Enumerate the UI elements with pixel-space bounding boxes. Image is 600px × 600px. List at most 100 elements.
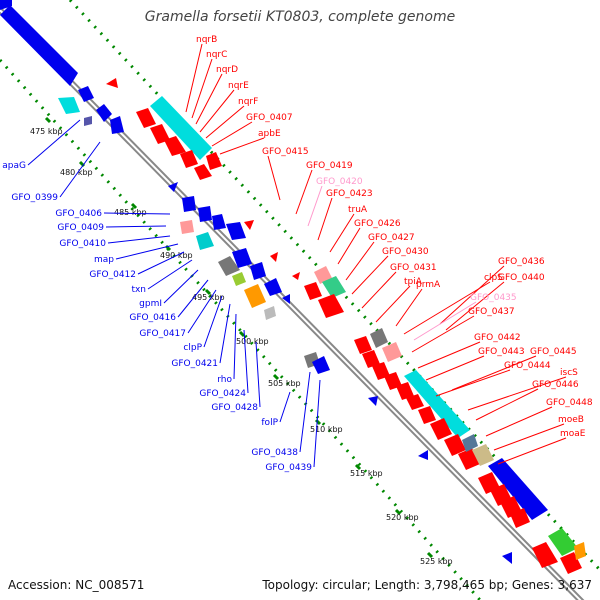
gene-nqr-forward-a[interactable] (136, 108, 156, 128)
gene-label-right[interactable]: nqrD (216, 65, 238, 75)
gene-forward-l[interactable] (354, 336, 372, 354)
gene-forward-i[interactable] (292, 272, 300, 280)
gene-label-left[interactable]: apaG (2, 161, 26, 171)
gene-khaki[interactable] (472, 444, 494, 466)
gene-nqr-forward-b[interactable] (150, 124, 170, 144)
gene-label-left[interactable]: GFO_0399 (11, 193, 58, 203)
gene-pink-b[interactable] (314, 266, 332, 284)
gene-reverse-b[interactable] (96, 104, 112, 122)
gene-reverse-tip[interactable] (0, 0, 12, 10)
gene-cyan-small[interactable] (196, 232, 214, 250)
gene-reverse-m[interactable] (282, 294, 290, 304)
gene-grey-c[interactable] (370, 328, 388, 348)
gene-label-left[interactable]: txn (131, 285, 146, 295)
gene-pink-c[interactable] (382, 342, 402, 362)
gene-label-left[interactable]: folP (261, 418, 278, 428)
gene-forward-z[interactable] (532, 542, 558, 568)
gene-reverse-q[interactable] (502, 552, 512, 564)
gene-orange-end[interactable] (574, 542, 586, 560)
gene-reverse-d[interactable] (84, 116, 92, 126)
gene-label-left[interactable]: rho (217, 375, 232, 385)
gene-label-left[interactable]: gpmI (139, 299, 162, 309)
gene-label-left[interactable]: map (94, 255, 114, 265)
gene-label-right[interactable]: GFO_0427 (368, 233, 415, 243)
gene-label-left[interactable]: clpP (183, 343, 202, 353)
gene-reverse-o[interactable] (368, 396, 378, 406)
gene-label-left[interactable]: GFO_0410 (59, 239, 106, 249)
gene-label-right[interactable]: GFO_0415 (262, 147, 309, 157)
gene-reverse-long[interactable] (488, 458, 548, 520)
gene-nqr-forward-c[interactable] (164, 136, 186, 156)
gene-label-right[interactable]: GFO_0419 (306, 161, 353, 171)
gene-slate[interactable] (462, 434, 478, 452)
gene-label-right[interactable]: GFO_0423 (326, 189, 373, 199)
gene-reverse-e[interactable] (168, 182, 178, 192)
gene-label-right[interactable]: GFO_0431 (390, 263, 437, 273)
gene-label-right[interactable]: nqrC (206, 50, 227, 60)
gene-label-right[interactable]: GFO_0442 (474, 333, 521, 343)
gene-forward-g[interactable] (244, 220, 254, 230)
gene-label-right[interactable]: GFO_0436 (498, 257, 545, 267)
gene-nqrB[interactable] (150, 96, 212, 160)
gene-reverse-large[interactable] (0, 5, 78, 86)
gene-label-right[interactable]: truA (348, 205, 368, 215)
gene-forward-y[interactable] (510, 508, 530, 528)
gene-label-left[interactable]: GFO_0439 (265, 463, 312, 473)
gene-reverse-a[interactable] (78, 86, 94, 102)
gene-label-right[interactable]: GFO_0446 (532, 380, 579, 390)
gene-grey-a[interactable] (218, 256, 240, 276)
gene-label-right[interactable]: apbE (258, 129, 281, 139)
gene-label-left[interactable]: GFO_0438 (251, 448, 298, 458)
gene-label-right[interactable]: prmA (416, 280, 441, 290)
gene-forward-j[interactable] (304, 282, 322, 300)
gene-reverse-l[interactable] (264, 278, 282, 296)
gene-forward-r[interactable] (418, 406, 436, 424)
gene-label-right[interactable]: clpS (484, 273, 503, 283)
gene-reverse-n[interactable] (312, 356, 330, 374)
gene-forward-p[interactable] (396, 382, 414, 400)
gene-label-right[interactable]: moeB (558, 415, 584, 425)
gene-label-right[interactable]: GFO_0420 (316, 177, 363, 187)
gene-label-right[interactable]: nqrF (238, 97, 258, 107)
gene-label-right[interactable]: tpiA (404, 277, 423, 287)
gene-label-left[interactable]: GFO_0416 (129, 313, 176, 323)
gene-label-left[interactable]: GFO_0428 (211, 403, 258, 413)
gene-yellowgreen[interactable] (232, 272, 246, 286)
gene-label-left[interactable]: GFO_0421 (171, 359, 218, 369)
gene-forward-t[interactable] (444, 434, 466, 456)
gene-reverse-h[interactable] (212, 214, 226, 230)
gene-reverse-k[interactable] (250, 262, 266, 280)
gene-label-right[interactable]: iscS (560, 368, 578, 378)
gene-label-right[interactable]: GFO_0444 (504, 361, 551, 371)
gene-forward-q[interactable] (406, 394, 424, 410)
gene-label-left[interactable]: GFO_0417 (139, 329, 186, 339)
gene-nqr-forward-e[interactable] (194, 164, 212, 180)
gene-label-left[interactable]: GFO_0406 (55, 209, 102, 219)
gene-label-right[interactable]: GFO_0440 (498, 273, 545, 283)
gene-label-right[interactable]: moaE (560, 429, 586, 439)
gene-label-right[interactable]: GFO_0407 (246, 113, 293, 123)
gene-label-right[interactable]: GFO_0448 (546, 398, 593, 408)
gene-pink-small[interactable] (180, 220, 194, 234)
gene-forward-m[interactable] (362, 350, 380, 368)
gene-orange[interactable] (244, 284, 266, 308)
gene-apaG[interactable] (58, 97, 80, 114)
gene-forward-small[interactable] (106, 78, 118, 88)
gene-label-right[interactable]: GFO_0435 (470, 293, 517, 303)
gene-forward-k[interactable] (318, 294, 344, 318)
gene-label-right[interactable]: nqrE (228, 81, 249, 91)
gene-label-right[interactable]: GFO_0426 (354, 219, 401, 229)
gene-reverse-g[interactable] (198, 206, 212, 222)
gene-label-left[interactable]: GFO_0424 (199, 389, 246, 399)
gene-label-left[interactable]: GFO_0412 (89, 270, 136, 280)
gene-cyan-long[interactable] (404, 370, 470, 438)
gene-reverse-i[interactable] (226, 222, 246, 240)
gene-reverse-f[interactable] (182, 196, 196, 212)
gene-reverse-j[interactable] (232, 248, 252, 268)
gene-label-right[interactable]: GFO_0437 (468, 307, 515, 317)
gene-nqr-forward-f[interactable] (206, 152, 222, 170)
gene-label-left[interactable]: GFO_0409 (57, 223, 104, 233)
gene-grey-b[interactable] (264, 306, 276, 320)
gene-green-a[interactable] (322, 276, 346, 298)
